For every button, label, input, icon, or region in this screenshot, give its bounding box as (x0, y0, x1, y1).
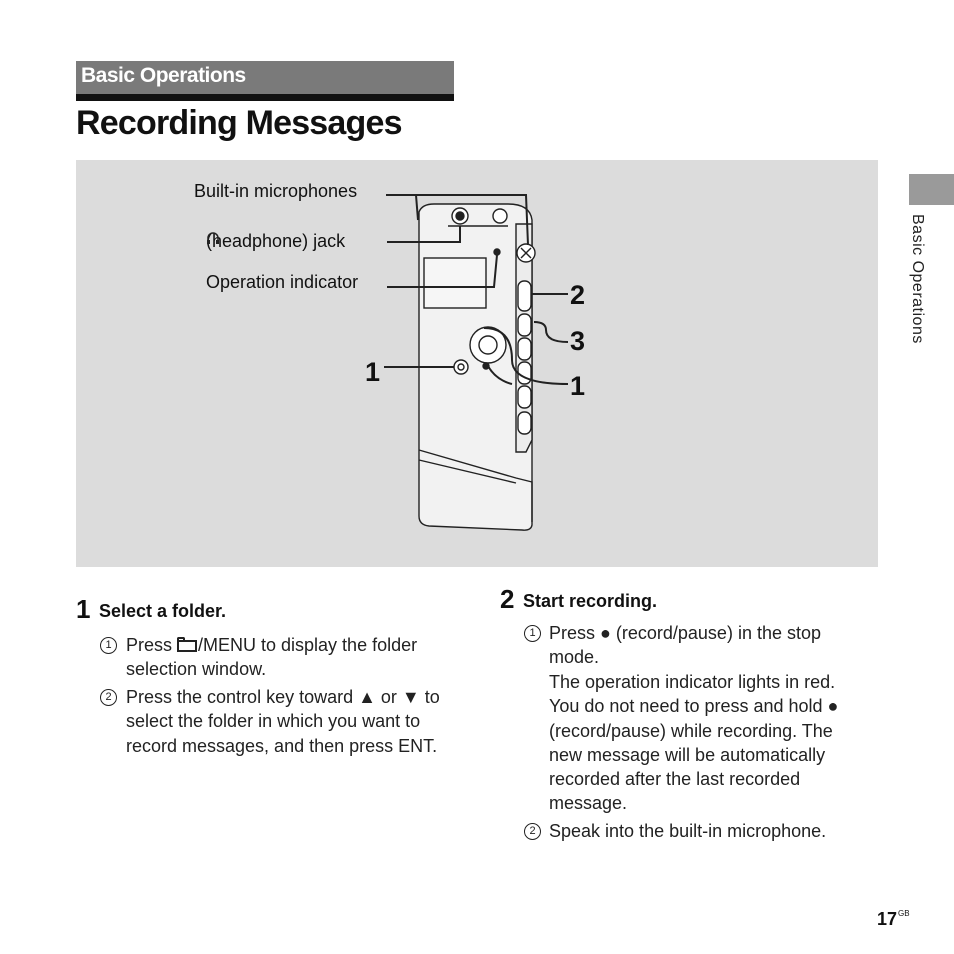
device-illustration: Built-in microphones (headphone) jack Op… (76, 160, 878, 567)
side-button (517, 337, 532, 361)
label-step-3: 3 (570, 326, 586, 356)
substep-marker: 2 (100, 689, 117, 706)
callout-headphone-jack: (headphone) jack (206, 231, 345, 252)
substep-marker: 2 (524, 823, 541, 840)
bottom-cap (418, 449, 533, 522)
page-number-suffix: GB (898, 909, 910, 918)
side-button (517, 361, 532, 385)
callout-built-in-microphones: Built-in microphones (194, 181, 358, 201)
side-button (517, 411, 532, 435)
mic-jack (492, 208, 508, 224)
callout-operation-indicator: Operation indicator (206, 272, 359, 292)
operation-indicator (493, 248, 501, 256)
page-number: 17GB (877, 909, 910, 930)
step-2-substep-1: Press ● (record/pause) in the stop mode. (549, 623, 821, 668)
side-tab-label: Basic Operations (909, 214, 926, 344)
substep-marker: 1 (100, 637, 117, 654)
side-button (517, 280, 532, 312)
side-button (517, 385, 532, 409)
step-2-number: 2 (500, 584, 515, 614)
label-step-1-right: 1 (570, 371, 586, 401)
page-number-value: 17 (877, 909, 898, 929)
section-rule (76, 94, 454, 101)
side-tab (909, 174, 954, 205)
substep-text: /MENU to display the folder selection wi… (126, 635, 418, 680)
step-2-substep-2: Speak into the built-in microphone. (549, 821, 827, 841)
step-1-heading: Select a folder. (99, 601, 227, 621)
folder-menu-button (453, 359, 469, 375)
device-drawing (384, 194, 569, 531)
side-button (517, 313, 532, 337)
page-title: Recording Messages (76, 104, 403, 142)
substep-text: Press (126, 635, 178, 655)
section-label: Basic Operations (81, 64, 246, 87)
folder-icon (177, 637, 198, 652)
step-2-heading: Start recording. (523, 591, 658, 611)
label-step-2: 2 (570, 280, 586, 310)
label-step-1-left: 1 (365, 357, 381, 387)
section-header: Basic Operations (76, 61, 454, 94)
step-1-substep-2: Press the control key toward ▲ or ▼ to s… (126, 687, 440, 756)
step-1-number: 1 (76, 594, 91, 624)
callout-headphone-label: (headphone) jack (206, 231, 346, 251)
substep-marker: 1 (524, 625, 541, 642)
step-1-substep-1: Press /MENU to display the folder select… (126, 633, 456, 682)
step-2-substep-1-notes: The operation indicator lights in red. Y… (549, 672, 839, 814)
headphone-icon (207, 232, 219, 244)
display-window (423, 257, 487, 309)
